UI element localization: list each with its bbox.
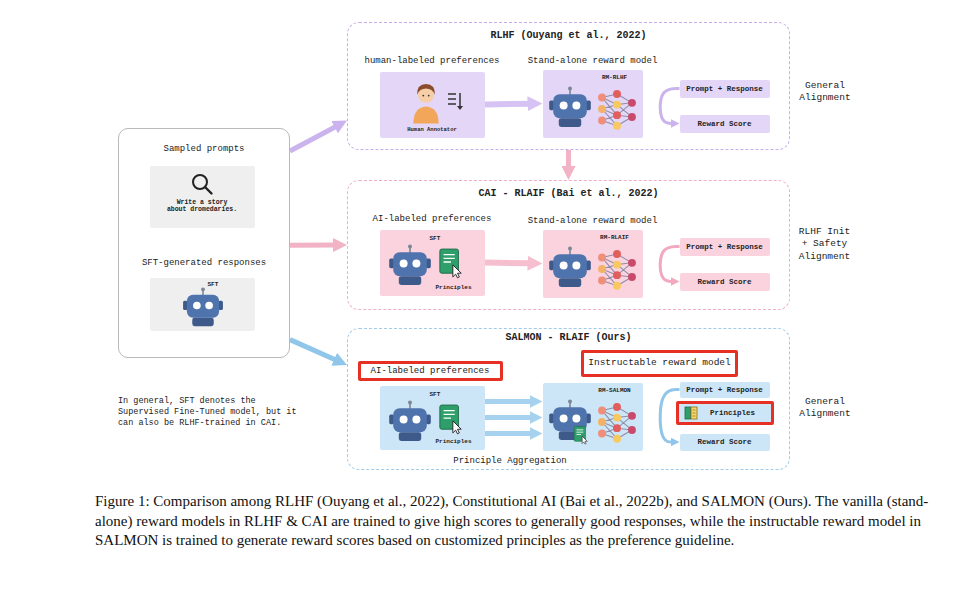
box-heading: human-labeled preferences bbox=[364, 56, 499, 67]
input-panel: Write a story about dromedaries. SFT Sampl… bbox=[118, 128, 290, 358]
input-box: Prompt + Response bbox=[680, 80, 770, 98]
highlight-box: AI-labeled preferences bbox=[358, 361, 503, 381]
flow-arrow bbox=[290, 243, 337, 248]
preference-box: AI-labeled preferencesSFTPrinciples bbox=[380, 230, 485, 296]
outcome-label: RLHF Init + Safety Alignment bbox=[797, 226, 852, 263]
robot-icon bbox=[546, 246, 594, 288]
principles-box: Principles bbox=[676, 401, 774, 425]
panel-title: RLHF (Ouyang et al., 2022) bbox=[490, 30, 646, 42]
icon-shape bbox=[598, 250, 636, 290]
robot-icon bbox=[180, 287, 226, 327]
doc-icon bbox=[573, 425, 589, 445]
box-label: Instructable reward model bbox=[588, 357, 731, 368]
prompt-text: Write a story about dromedaries. bbox=[166, 199, 239, 215]
box-label: Reward Score bbox=[697, 119, 751, 128]
icon-shape bbox=[389, 244, 431, 284]
box-label: AI-labeled preferences bbox=[371, 365, 490, 376]
flow-arrow bbox=[485, 260, 533, 267]
book-icon bbox=[684, 406, 698, 420]
box-label: Principles bbox=[710, 408, 755, 417]
doc-icon bbox=[438, 402, 464, 436]
reward-model-box: Stand-alone reward modelRM-RLHF bbox=[543, 70, 643, 138]
outcome-label: General Alignment bbox=[795, 80, 855, 105]
icon-shape bbox=[183, 287, 223, 326]
model-name: RM-RLHF bbox=[589, 74, 641, 81]
reward-model-box: RM-SALMON bbox=[543, 383, 643, 451]
output-box: Reward Score bbox=[680, 434, 770, 451]
flow-arrow bbox=[485, 101, 533, 108]
preference-box: human-labeled preferencesHuman Annotator bbox=[380, 72, 485, 138]
icon-shape bbox=[549, 246, 591, 286]
model-name: SFT bbox=[430, 391, 450, 398]
method-panel: human-labeled preferencesHuman Annotator… bbox=[347, 22, 790, 150]
flow-arrow bbox=[660, 89, 679, 124]
flow-arrow bbox=[566, 150, 571, 170]
method-panel: AI-labeled preferencesSFT Principles Stand… bbox=[347, 180, 790, 310]
box-label: Prompt + Response bbox=[686, 385, 763, 394]
model-card: SFT bbox=[150, 278, 255, 331]
model-name: SFT bbox=[208, 281, 228, 288]
model-name: RM-SALMON bbox=[589, 387, 641, 394]
box-label: Reward Score bbox=[697, 277, 751, 286]
icon-shape bbox=[685, 407, 697, 419]
list-icon bbox=[446, 90, 464, 112]
icon-caption: Human Annotator bbox=[407, 127, 457, 134]
section-heading: Sampled prompts bbox=[163, 144, 244, 155]
preference-box: SFT Principles bbox=[380, 386, 485, 450]
section-heading: SFT-generated responses bbox=[142, 258, 266, 269]
icon-shape bbox=[448, 93, 463, 110]
robot-icon bbox=[386, 400, 434, 442]
icon-shape bbox=[389, 400, 431, 440]
output-box: Reward Score bbox=[680, 115, 770, 133]
net-icon bbox=[595, 246, 639, 292]
flow-arrow bbox=[485, 415, 534, 420]
box-heading: Stand-alone reward model bbox=[528, 216, 658, 227]
icon-shape bbox=[413, 83, 438, 123]
icon-caption: Principles bbox=[424, 284, 484, 291]
panel-title: CAI - RLAIF (Bai et al., 2022) bbox=[478, 188, 658, 200]
person-icon bbox=[408, 78, 444, 124]
figure-caption: Figure 1: Comparison among RLHF (Ouyang … bbox=[95, 492, 940, 551]
method-panel: AI-labeled preferencesSFT Principles Instr… bbox=[347, 328, 790, 470]
robot-icon bbox=[546, 86, 594, 128]
output-box: Reward Score bbox=[680, 273, 770, 291]
icon-shape bbox=[193, 175, 212, 194]
arrow-label: Principle Aggregation bbox=[440, 456, 580, 468]
icon-caption: Principles bbox=[424, 438, 484, 445]
flow-arrow bbox=[485, 431, 534, 436]
footnote: In general, SFT denotes the Supervised F… bbox=[118, 396, 308, 429]
input-box: Prompt + Response bbox=[680, 238, 770, 256]
prompt-card: Write a story about dromedaries. bbox=[150, 166, 255, 228]
icon-shape bbox=[598, 403, 636, 443]
model-name: SFT bbox=[430, 235, 450, 242]
flow-arrow bbox=[290, 125, 338, 151]
model-name: RM-RLAIF bbox=[589, 234, 641, 241]
flow-arrow bbox=[290, 340, 338, 361]
doc-icon bbox=[438, 246, 464, 280]
net-icon bbox=[595, 86, 639, 132]
robot-icon bbox=[546, 399, 594, 441]
box-label: Prompt + Response bbox=[686, 242, 763, 251]
highlight-box: Instructable reward model bbox=[581, 350, 738, 377]
reward-model-box: Stand-alone reward modelRM-RLAIF bbox=[543, 230, 643, 298]
icon-shape bbox=[598, 90, 636, 130]
robot-icon bbox=[386, 244, 434, 286]
icon-shape bbox=[549, 86, 591, 126]
box-label: Prompt + Response bbox=[686, 84, 763, 93]
box-heading: AI-labeled preferences bbox=[373, 214, 492, 225]
net-icon bbox=[595, 399, 639, 445]
input-box: Prompt + Response bbox=[680, 382, 770, 398]
flow-arrow bbox=[485, 399, 534, 404]
box-heading: Stand-alone reward model bbox=[528, 56, 658, 67]
outcome-label: General Alignment bbox=[795, 396, 855, 421]
icon-shape bbox=[439, 405, 460, 434]
flow-arrow bbox=[660, 247, 679, 282]
box-label: Reward Score bbox=[697, 438, 751, 447]
panel-title: SALMON - RLAIF (Ours) bbox=[505, 332, 631, 344]
icon-shape bbox=[439, 249, 460, 278]
icon-shape bbox=[574, 426, 587, 444]
mag-icon bbox=[190, 172, 214, 196]
